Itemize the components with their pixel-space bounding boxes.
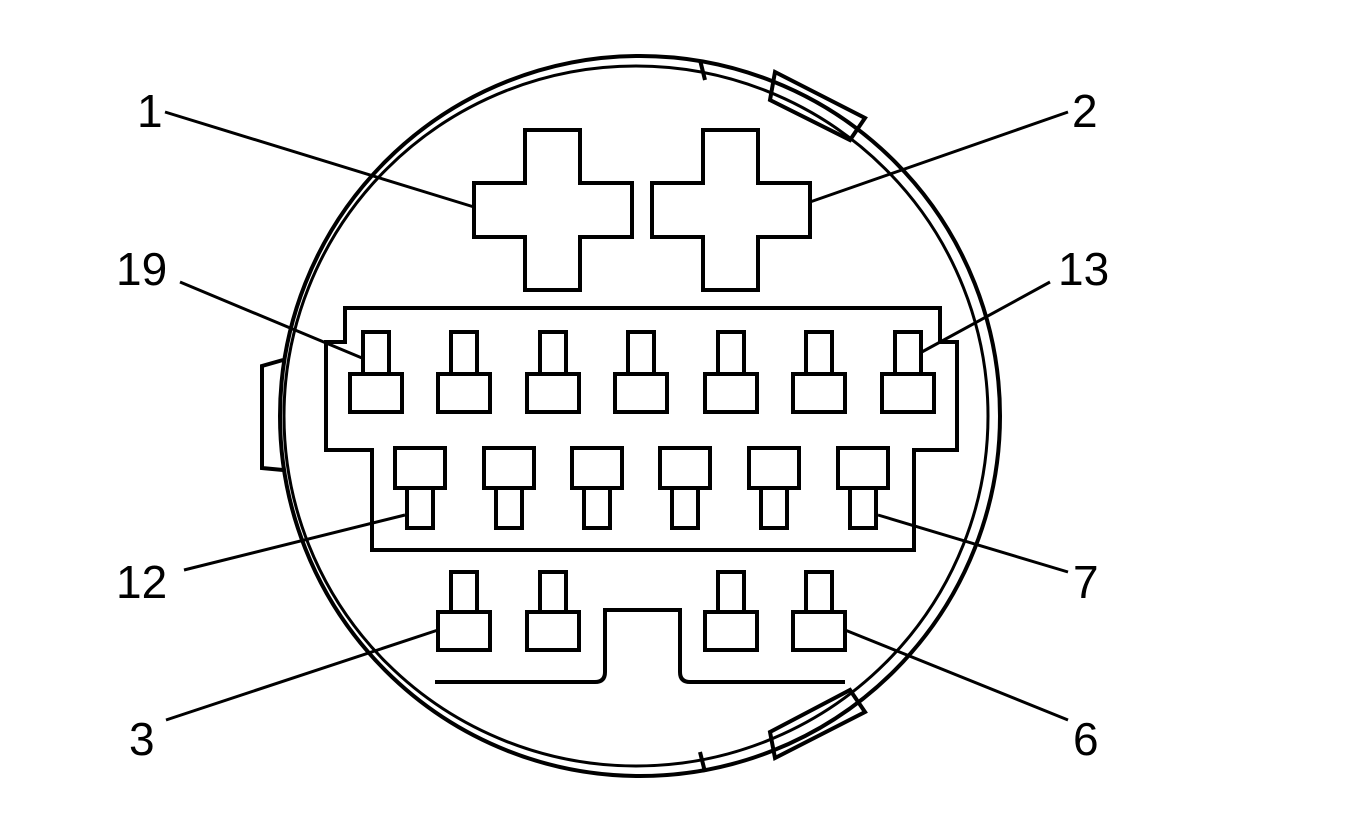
pin-row1-body [348, 372, 404, 414]
pin-row3-stem [449, 570, 479, 616]
leader-line-2 [809, 110, 1069, 204]
pin-row3-body [436, 610, 492, 652]
pin-row3-body [703, 610, 759, 652]
pin-row1-body [613, 372, 669, 414]
pin-row1-stem [893, 330, 923, 378]
pin-row1-body [791, 372, 847, 414]
pin-row1-stem [538, 330, 568, 378]
pin-row-1 [348, 330, 936, 414]
pin-row2-body [393, 446, 447, 490]
pin-row2-body [747, 446, 801, 490]
left-key [260, 358, 284, 472]
top-lock-tab [698, 59, 868, 143]
pin-row2-stem [494, 486, 524, 530]
leader-line-7 [877, 513, 1069, 574]
pin-row2-stem [582, 486, 612, 530]
pin-label-6: 6 [1073, 713, 1099, 765]
pin-row1-body [880, 372, 936, 414]
pin-row1-stem [804, 330, 834, 378]
pin-row2-body [836, 446, 890, 490]
leader-line-13 [919, 280, 1051, 355]
pin-row1-body [436, 372, 492, 414]
pin-row2-stem [405, 486, 435, 530]
pin-row1-stem [716, 330, 746, 378]
pin-label-3: 3 [129, 713, 155, 765]
pin-label-13: 13 [1058, 243, 1109, 295]
pin-row3-stem [716, 570, 746, 616]
terminal-2-cross [650, 128, 812, 292]
bottom-housing [435, 608, 845, 684]
pin-label-12: 12 [116, 556, 167, 608]
terminal-1-cross [472, 128, 634, 292]
bottom-lock-tab [698, 687, 868, 773]
pin-label-1: 1 [137, 85, 163, 137]
pin-row2-body [482, 446, 536, 490]
pin-label-2: 2 [1072, 85, 1098, 137]
pin-row1-stem [449, 330, 479, 378]
pin-row-3 [436, 570, 847, 652]
leader-line-6 [844, 628, 1069, 722]
pin-row1-body [703, 372, 759, 414]
pin-row1-stem [361, 330, 391, 378]
pin-row2-body [658, 446, 712, 490]
pin-row3-stem [538, 570, 568, 616]
pin-row3-body [525, 610, 581, 652]
pin-row-2 [393, 446, 890, 530]
leader-lines [164, 110, 1069, 722]
leader-line-3 [165, 628, 439, 722]
pin-label-19: 19 [116, 243, 167, 295]
pin-row1-body [525, 372, 581, 414]
pin-row3-stem [804, 570, 834, 616]
pin-row1-stem [626, 330, 656, 378]
pin-row2-body [570, 446, 624, 490]
pin-row2-stem [848, 486, 878, 530]
pin-row2-stem [759, 486, 789, 530]
connector-shell [260, 54, 1002, 778]
pin-label-7: 7 [1073, 556, 1099, 608]
pin-row3-body [791, 610, 847, 652]
leader-line-12 [183, 513, 406, 572]
leader-line-1 [164, 110, 475, 209]
leader-line-19 [179, 280, 363, 360]
pin-row2-stem [670, 486, 700, 530]
